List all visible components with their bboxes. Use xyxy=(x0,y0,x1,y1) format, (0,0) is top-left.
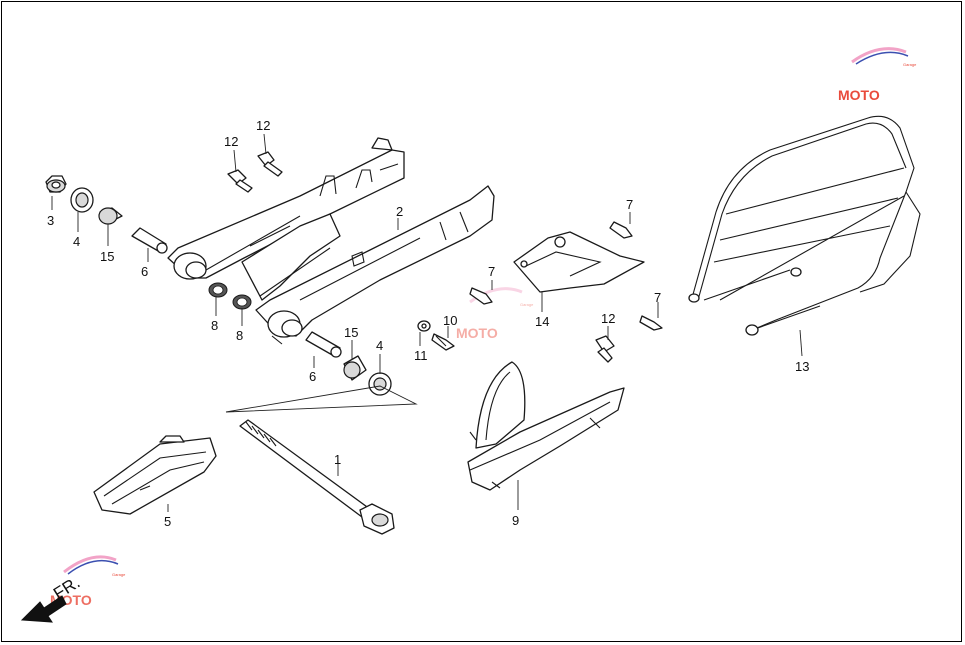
watermark-logo-top: MOTO Garage xyxy=(838,47,917,103)
bushing-part-4a xyxy=(70,187,94,213)
label-part-8-left: 8 xyxy=(211,318,218,333)
watermark-logo-middle: MOTO Garage xyxy=(456,287,534,341)
label-part-12-mid: 12 xyxy=(256,118,270,133)
label-part-9: 9 xyxy=(512,513,519,528)
label-part-4-right: 4 xyxy=(376,338,383,353)
watermark-text-middle: MOTO xyxy=(456,325,498,341)
bolt-part-7c xyxy=(639,315,663,331)
pivot-shaft-part-1 xyxy=(239,419,395,535)
label-part-11: 11 xyxy=(414,348,428,363)
label-part-3: 3 xyxy=(47,213,54,228)
label-part-1: 1 xyxy=(334,452,341,467)
label-part-12-right: 12 xyxy=(601,311,615,326)
part-labels: 3 4 15 6 8 8 2 12 12 15 4 6 1 5 9 14 7 7… xyxy=(47,118,809,529)
bolt-part-12a xyxy=(227,169,253,193)
watermark-subtitle-bottom: Garage xyxy=(112,572,126,577)
label-part-12-left: 12 xyxy=(224,134,238,149)
needle-bearing-part-15b xyxy=(343,355,367,381)
watermark-subtitle-top: Garage xyxy=(903,62,917,67)
label-part-15-right: 15 xyxy=(344,325,358,340)
chain-guard-bracket-part-14 xyxy=(513,231,645,293)
label-part-8-right: 8 xyxy=(236,328,243,343)
collar-part-6b xyxy=(305,331,342,358)
washer-part-11 xyxy=(417,320,431,332)
bushing-part-4b xyxy=(368,372,392,396)
swingarm-part-2 xyxy=(167,137,495,345)
needle-bearing-part-15a xyxy=(98,207,123,225)
nut-part-3 xyxy=(45,175,67,193)
side-carrier-part-13 xyxy=(688,115,921,336)
label-part-15-left: 15 xyxy=(100,249,114,264)
label-part-6-left: 6 xyxy=(141,264,148,279)
label-part-5: 5 xyxy=(164,514,171,529)
bolt-part-10 xyxy=(431,333,455,351)
assembly-guide-lines xyxy=(225,385,418,413)
label-part-7-right: 7 xyxy=(654,290,661,305)
label-part-7-top: 7 xyxy=(626,197,633,212)
bolt-part-12b xyxy=(257,151,283,177)
watermark-subtitle-middle: Garage xyxy=(520,302,534,307)
bolt-part-12c xyxy=(595,335,615,363)
chain-slider-part-5 xyxy=(93,435,217,515)
label-part-4-left: 4 xyxy=(73,234,80,249)
label-part-7-left: 7 xyxy=(488,264,495,279)
label-part-13: 13 xyxy=(795,359,809,374)
label-part-2: 2 xyxy=(396,204,403,219)
chain-guard-part-9 xyxy=(467,361,625,491)
collar-part-6a xyxy=(131,227,168,254)
watermark-text-top: MOTO xyxy=(838,87,880,103)
seal-part-8b xyxy=(232,294,252,310)
seal-part-8a xyxy=(208,282,228,298)
label-part-6-right: 6 xyxy=(309,369,316,384)
bolt-part-7b xyxy=(469,287,493,305)
bolt-part-7a xyxy=(609,221,633,239)
front-arrow-icon xyxy=(20,595,67,623)
label-part-14: 14 xyxy=(535,314,549,329)
leader-lines xyxy=(51,133,803,512)
label-part-10: 10 xyxy=(443,313,457,328)
